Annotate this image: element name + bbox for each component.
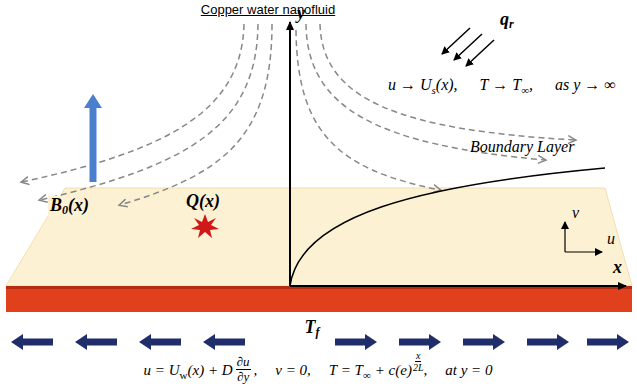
stretch-arrow <box>399 334 441 350</box>
label-text: ∞ <box>363 369 371 381</box>
label-group: Q(x) <box>184 192 222 212</box>
stretch-arrow <box>335 334 377 350</box>
label-text: at y = 0 <box>445 362 492 379</box>
label-group: Copper water nanofluid <box>201 3 335 17</box>
label-text: (x) <box>68 196 89 216</box>
label-text: 0 <box>62 204 68 217</box>
stretch-arrow <box>463 334 505 350</box>
v-axis <box>564 222 565 252</box>
radiation-arrows <box>442 28 494 66</box>
fraction: ∂u∂y <box>236 355 251 385</box>
label-group: x <box>613 258 622 278</box>
stretch-arrow <box>203 334 245 350</box>
heated-wall <box>6 286 632 312</box>
label-text: Copper water nanofluid <box>201 3 335 17</box>
label-text: f <box>316 326 320 339</box>
label-text: Q(x) <box>186 192 220 212</box>
label-text: u <box>607 230 615 248</box>
label-text: , <box>254 362 258 379</box>
label-text: , <box>423 362 427 379</box>
label-group: qr <box>500 10 514 30</box>
stretch-arrow <box>11 334 53 350</box>
label-text: q <box>500 10 509 30</box>
label-text: T → T <box>480 76 522 94</box>
label-text: ∂u <box>236 355 251 370</box>
label-group: u = Uw(x) + D∂u∂y,v = 0,T = T∞+ c(e)x2L,… <box>144 355 493 385</box>
label-text: ∞ <box>521 84 529 96</box>
label-group: Tf <box>305 318 320 338</box>
stretching-arrows <box>11 334 629 350</box>
label-group: Boundary Layer <box>470 138 574 156</box>
label-text: r <box>509 18 514 31</box>
stretch-arrow <box>587 334 629 350</box>
label-group: y <box>297 4 305 24</box>
label-group: v <box>572 204 579 222</box>
label-text: 2L <box>413 362 424 373</box>
label-text: Boundary Layer <box>470 138 574 156</box>
label-text: x <box>613 258 622 278</box>
stretch-arrow <box>75 334 117 350</box>
label-group: u → Us(x), T → T∞, as y → ∞ <box>388 76 616 94</box>
label-text: , <box>529 76 533 94</box>
y-axis <box>289 22 291 286</box>
fraction: x2L <box>413 350 424 373</box>
u-axis <box>565 251 602 252</box>
streamlines <box>22 24 575 205</box>
label-text: y <box>297 4 305 24</box>
label-text: + c(e) <box>375 362 412 379</box>
label-text: (x), <box>436 76 458 94</box>
label-text: as y → ∞ <box>555 76 616 94</box>
label-text: T = T <box>329 362 363 379</box>
label-text: v <box>572 204 579 222</box>
wall-edge <box>6 286 632 289</box>
label-text: (x) + D <box>188 362 233 379</box>
plate <box>6 188 632 286</box>
label-text: v = 0, <box>275 362 311 379</box>
label-text: T <box>305 318 316 338</box>
magnetic-field-arrow <box>90 104 97 182</box>
boundary-layer-curve <box>290 168 605 286</box>
label-text: w <box>180 369 188 381</box>
label-text: ∂y <box>237 370 249 384</box>
heat-source-star <box>191 214 219 238</box>
label-text: s <box>432 84 436 96</box>
label-text: u = U <box>144 362 180 379</box>
stretch-arrow <box>527 334 569 350</box>
stretch-arrow <box>139 334 181 350</box>
label-text: u → U <box>388 76 432 94</box>
label-group: u <box>607 230 615 248</box>
label-text: B <box>50 196 62 216</box>
label-group: B0(x) <box>48 196 91 216</box>
label-text: x <box>415 350 421 362</box>
x-axis <box>290 285 626 287</box>
